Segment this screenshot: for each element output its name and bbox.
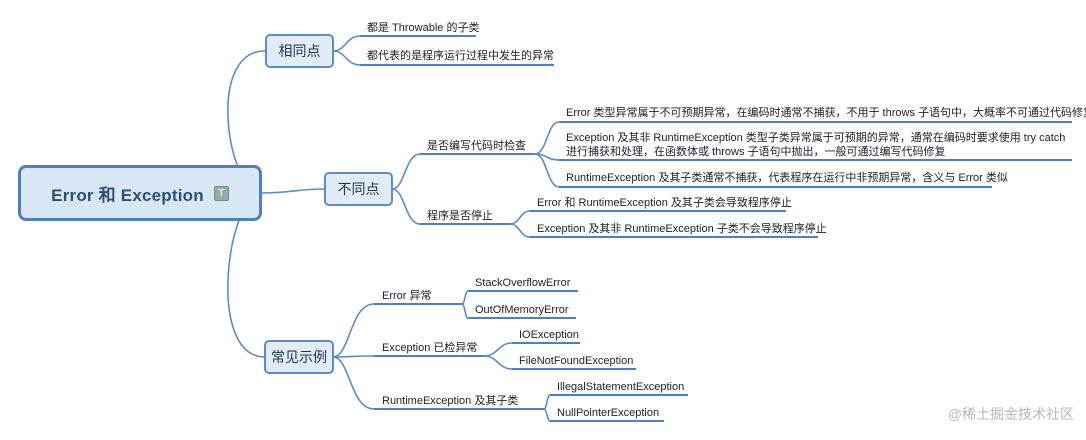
node-differences-label: 不同点	[337, 181, 380, 197]
node-similarities[interactable]: 相同点	[265, 34, 334, 68]
connector-stop-2	[509, 223, 531, 238]
watermark: @稀土掘金技术社区	[947, 406, 1074, 422]
connector-err-1	[461, 290, 469, 305]
example-group-runtime[interactable]: RuntimeException 及其子类	[382, 395, 519, 407]
connector-chk-1	[483, 342, 513, 357]
node-similarities-label: 相同点	[278, 43, 321, 59]
example-group-error[interactable]: Error 异常	[382, 290, 432, 302]
difference-group-check[interactable]: 是否编写代码时检查	[427, 140, 526, 152]
runtime-item-1[interactable]: IllegalStatementException	[557, 381, 685, 393]
connector-check-3	[534, 153, 560, 188]
check-item-2[interactable]: Exception 及其非 RuntimeException 类型子类异常属于可…	[566, 132, 1066, 158]
node-examples-label: 常见示例	[271, 349, 327, 365]
connector-ex-group-1	[332, 303, 375, 358]
stop-item-2[interactable]: Exception 及其非 RuntimeException 子类不会导致程序停…	[537, 223, 827, 235]
connector-rt-1	[543, 394, 551, 410]
connector-rt-2	[543, 408, 551, 422]
root-title: Error 和 Exception	[51, 185, 204, 205]
connector-chk-2	[483, 355, 513, 370]
connector-sim-1	[332, 35, 361, 52]
checked-item-2[interactable]: FileNotFoundException	[519, 355, 634, 367]
check-item-3[interactable]: RuntimeException 及其子类通常不捕获，代表程序在运行中非预期异常…	[566, 172, 1008, 184]
connector-sim-2	[332, 50, 361, 66]
connector-ex-group-3	[332, 356, 375, 410]
root-node[interactable]: Error 和 Exception T	[18, 165, 262, 221]
stop-item-1[interactable]: Error 和 RuntimeException 及其子类会导致程序停止	[537, 197, 792, 209]
connector-diff-group-2	[391, 188, 421, 225]
connector-check-1	[534, 121, 560, 155]
error-item-2[interactable]: OutOfMemoryError	[475, 304, 569, 316]
connector-ex-group-2	[332, 355, 375, 358]
connector-stop-1	[509, 210, 531, 225]
runtime-item-2[interactable]: NullPointerException	[557, 407, 660, 419]
connector-diff-group-1	[391, 153, 421, 190]
example-group-checked[interactable]: Exception 已检异常	[382, 342, 478, 354]
connector-root-differences	[261, 188, 325, 194]
checked-item-1[interactable]: IOException	[519, 329, 579, 341]
connector-err-2	[461, 303, 469, 319]
node-examples[interactable]: 常见示例	[264, 340, 334, 374]
similarity-item-2[interactable]: 都代表的是程序运行过程中发生的异常	[367, 50, 554, 62]
check-item-1[interactable]: Error 类型异常属于不可预期异常，在编码时通常不捕获，不用于 throws …	[566, 107, 1086, 119]
difference-group-stop[interactable]: 程序是否停止	[427, 210, 493, 222]
error-item-1[interactable]: StackOverflowError	[475, 277, 571, 289]
text-note-icon[interactable]: T	[213, 185, 229, 201]
similarity-item-1[interactable]: 都是 Throwable 的子类	[367, 22, 480, 34]
node-differences[interactable]: 不同点	[324, 172, 393, 206]
